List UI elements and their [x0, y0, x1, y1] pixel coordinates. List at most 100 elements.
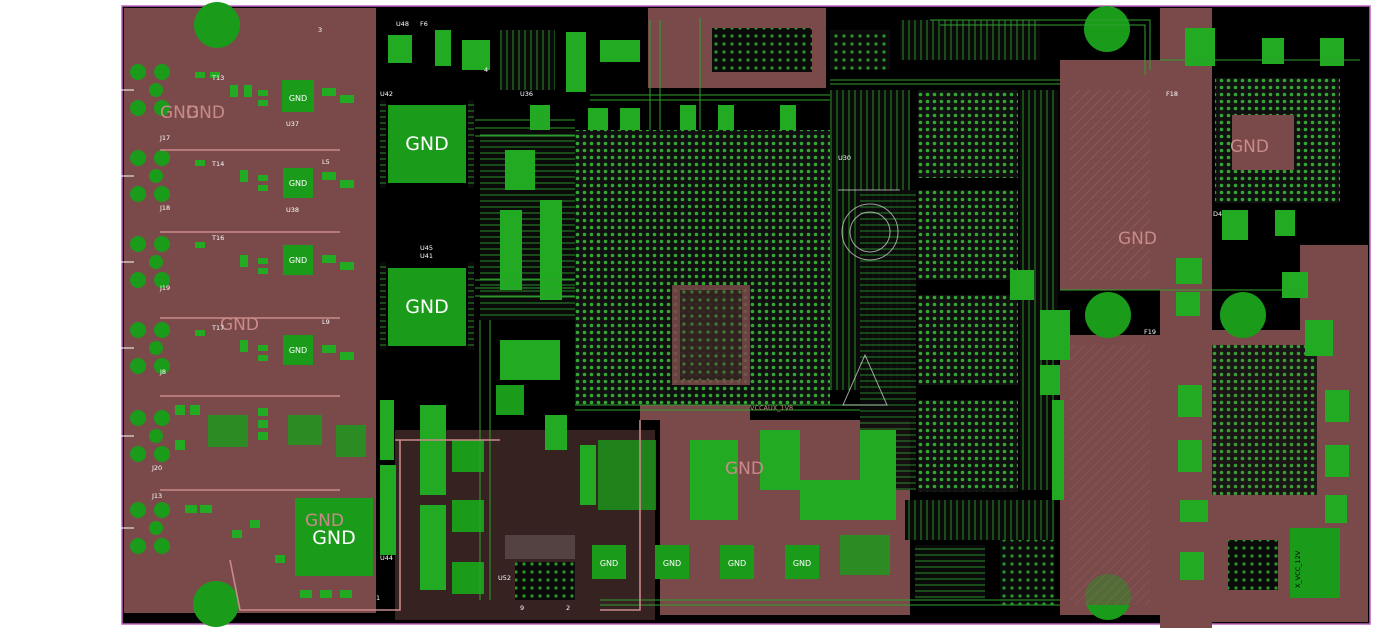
scattered-passives [380, 150, 1070, 600]
qfn-large-3 [295, 498, 373, 576]
gnd-label: GND [312, 527, 356, 549]
mounting-hole [1220, 292, 1266, 338]
rail-label: X_VCC_12V [1294, 550, 1302, 588]
qfn-large-2 [388, 268, 466, 346]
designator: U30 [838, 154, 851, 162]
ddr-chip [918, 190, 1018, 280]
gnd-label: GND [600, 559, 618, 568]
connector-label: J18 [159, 204, 170, 212]
copper-traces [160, 149, 641, 611]
antenna-spring [9, 325, 134, 371]
designator: F6 [420, 20, 428, 28]
connector-label: J17 [159, 134, 170, 142]
gnd-label: GND [728, 559, 746, 568]
gnd-silk: GND [1230, 137, 1269, 157]
mounting-hole [194, 2, 240, 48]
regulator [452, 500, 484, 532]
designator: D4 [1213, 210, 1222, 218]
antenna-spring [9, 153, 134, 199]
regulator [452, 562, 484, 594]
bga-right-lower [1212, 345, 1317, 495]
designator: T17 [211, 324, 224, 332]
gnd-silk: GND [220, 315, 259, 335]
ddr-chip [918, 90, 1018, 178]
right-blocks [1070, 78, 1349, 605]
gnd-label: GND [405, 296, 449, 318]
designator: U48 [396, 20, 409, 28]
pin-number: 3 [318, 26, 322, 34]
qfn-chip [336, 425, 366, 457]
rf-connector [130, 64, 170, 116]
designator: F18 [1166, 90, 1178, 98]
antenna-spring [9, 67, 134, 113]
antenna-spring [9, 413, 134, 459]
rf-connector [130, 236, 170, 288]
bottom-regulators [452, 385, 1055, 605]
rf-qfn-chips [208, 80, 366, 457]
antenna-springs [9, 67, 134, 551]
regulator [785, 545, 819, 579]
qfn-chip [283, 245, 313, 275]
qfn-chip [282, 80, 314, 112]
pin-number: 9 [520, 604, 524, 612]
pin-number: 1 [376, 594, 380, 602]
regulator [720, 545, 754, 579]
rf-connector [130, 502, 170, 554]
qfn-large-1 [388, 105, 466, 183]
gnd-label: GND [793, 559, 811, 568]
rail-label: VCCAUX_1V8 [750, 404, 793, 412]
mounting-hole [1085, 292, 1131, 338]
gnd-silk: GND [1118, 229, 1157, 249]
mounting-holes [193, 2, 1266, 627]
antenna-spring [9, 505, 134, 551]
gnd-silk: GND [186, 103, 225, 123]
designator: U52 [498, 574, 511, 582]
designator: U44 [380, 554, 393, 562]
pin-number: 2 [566, 604, 570, 612]
gnd-silk: GND [305, 511, 344, 531]
regulator [496, 385, 524, 415]
designator: U45 [420, 244, 433, 252]
qfn-chip [283, 168, 313, 198]
connector-label: J19 [159, 284, 170, 292]
board-outline [121, 5, 1371, 625]
rf-connector [130, 150, 170, 202]
designator: L5 [322, 158, 330, 166]
silkscreen-logo [838, 189, 900, 406]
power-inductor [1290, 528, 1340, 598]
rf-connector [130, 410, 170, 462]
gnd-label: GND [160, 103, 199, 123]
regulator [452, 440, 484, 472]
rf-connector [130, 322, 170, 374]
designator: L9 [322, 318, 330, 326]
mounting-hole [193, 581, 239, 627]
connector-label: J13 [151, 492, 162, 500]
designator: T13 [211, 74, 224, 82]
gnd-label: GND [289, 256, 307, 265]
connector-label: J20 [151, 464, 162, 472]
passives-left [175, 72, 354, 598]
gnd-label: GND [289, 94, 307, 103]
ddr-chip [918, 295, 1018, 385]
ddr-chip [918, 400, 1018, 492]
pin-number: 4 [484, 66, 488, 74]
gnd-label: GND [663, 559, 681, 568]
designator: T14 [211, 160, 224, 168]
routing-traces [475, 18, 1360, 606]
designator: U41 [420, 252, 433, 260]
gnd-silk: GND [725, 459, 764, 479]
qfn-chip [283, 335, 313, 365]
designator: U42 [380, 90, 393, 98]
designator: T16 [211, 234, 224, 242]
designator: U36 [520, 90, 533, 98]
designator: F19 [1144, 328, 1156, 336]
gnd-label: GND [289, 346, 307, 355]
qfn-chip [288, 415, 322, 445]
designator: U37 [286, 120, 299, 128]
designator: U38 [286, 206, 299, 214]
connector-label: J8 [159, 368, 166, 376]
regulator [592, 545, 626, 579]
qfn-chip [208, 415, 248, 447]
